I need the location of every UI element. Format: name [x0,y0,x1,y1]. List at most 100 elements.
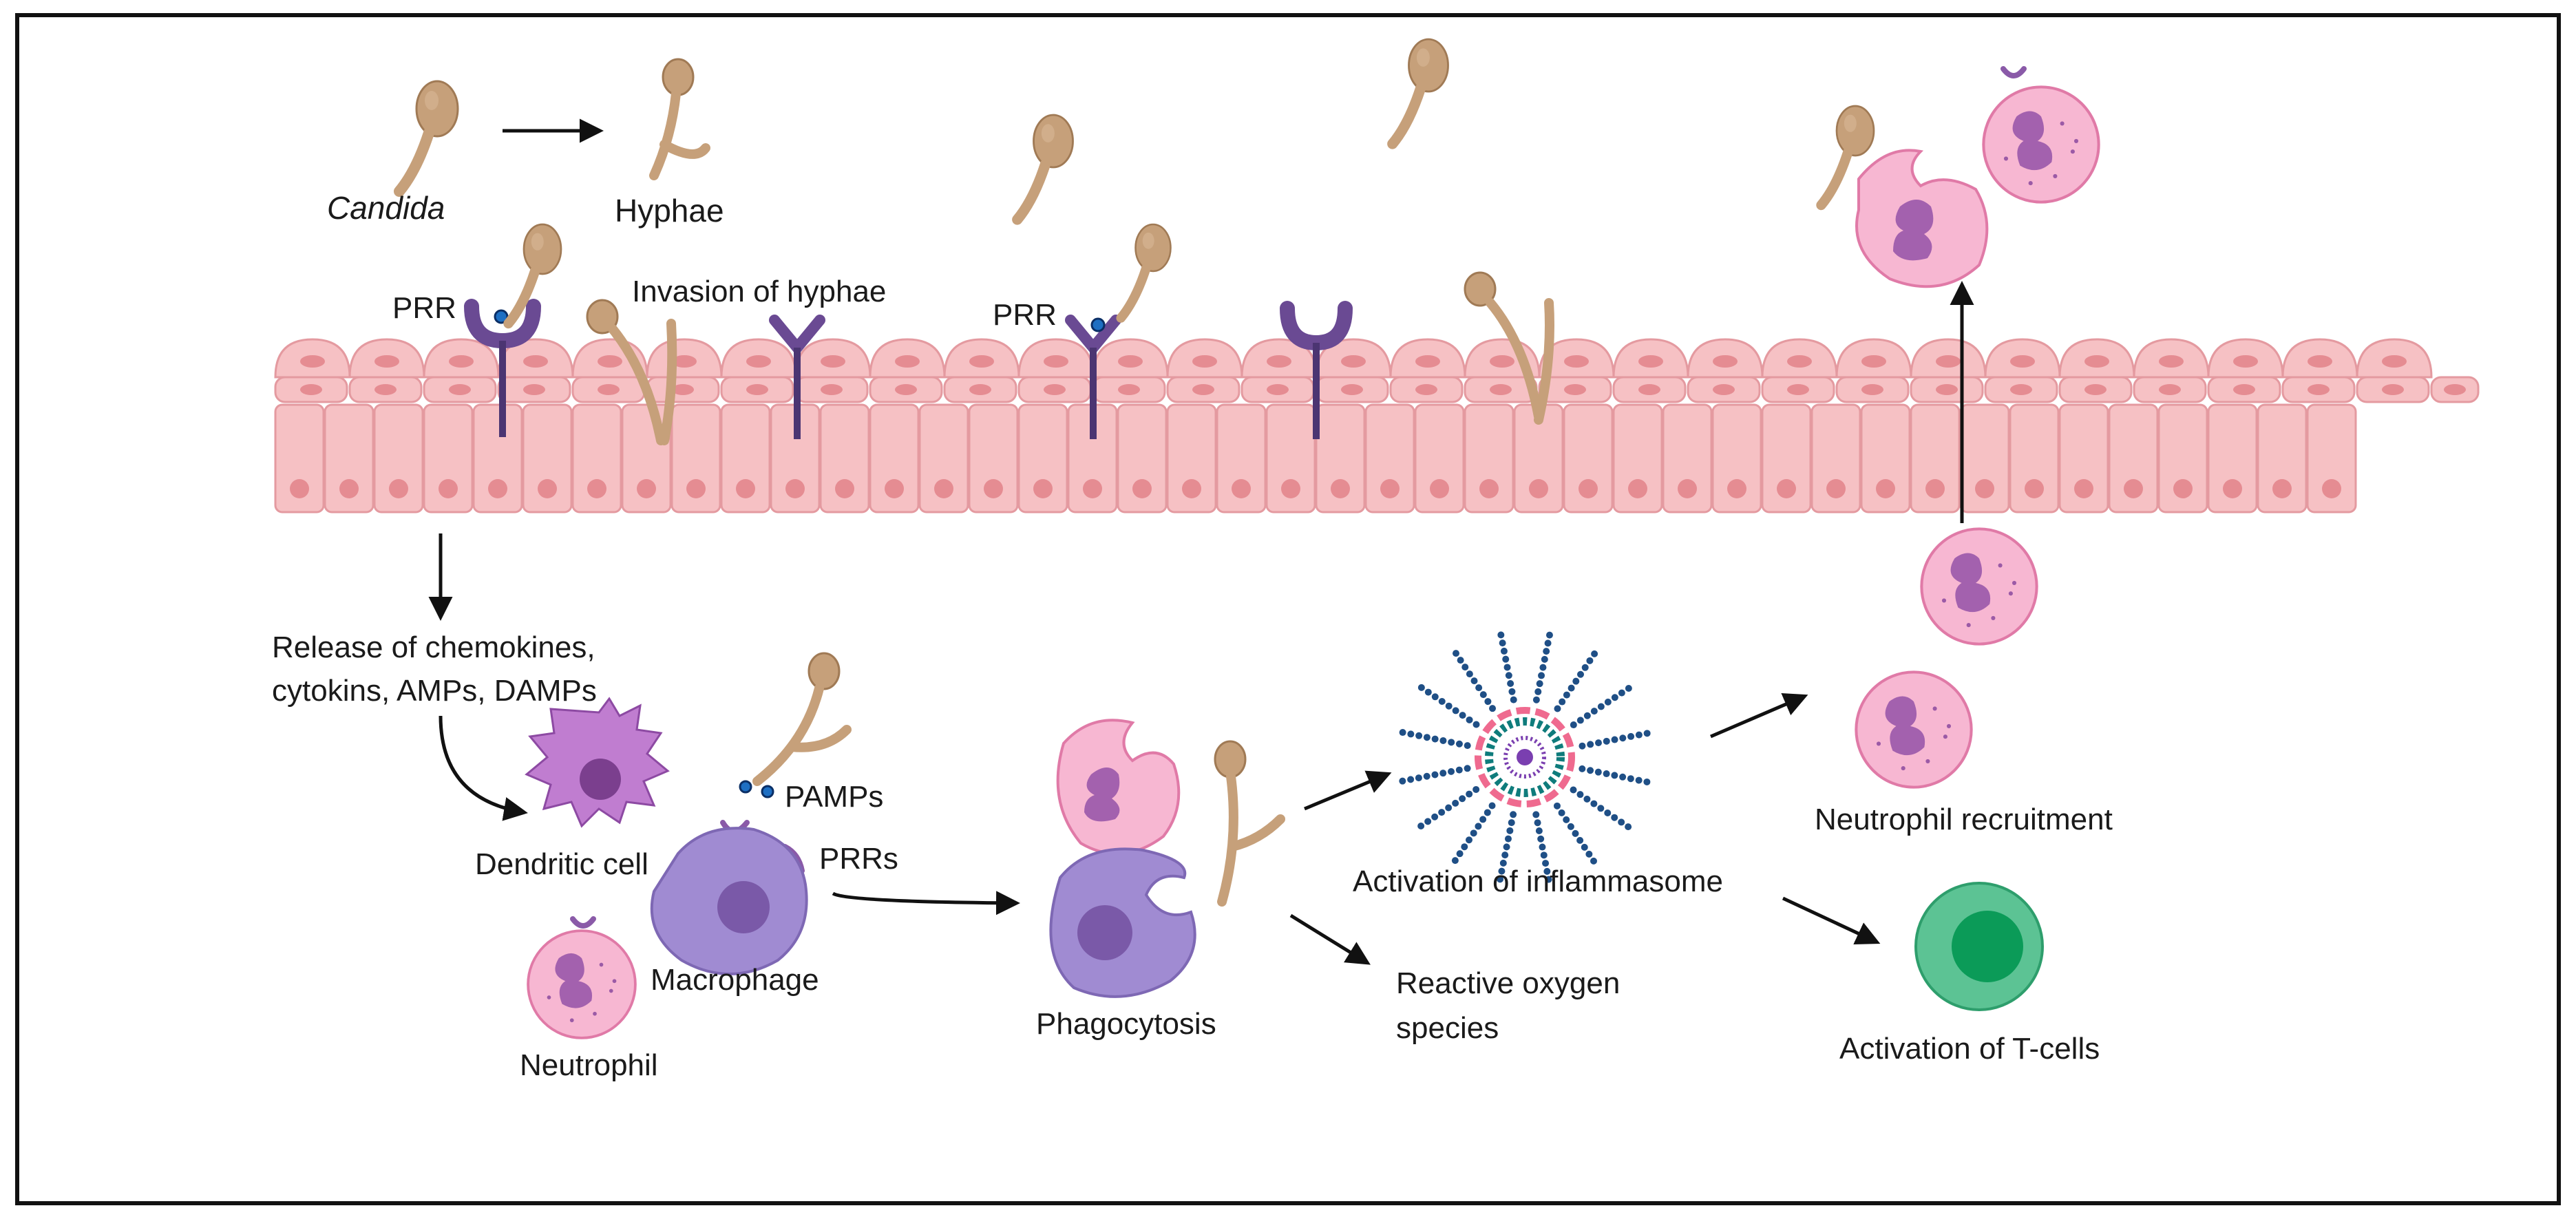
epithelial-cell-flat [943,376,1017,403]
macrophage-icon [650,820,808,975]
epithelial-cell-columnar [968,403,1019,514]
epithelial-cell-columnar [1265,403,1316,514]
epithelial-cell-columnar [770,403,821,514]
epithelial-cell-flat [1538,376,1612,403]
epithelial-cell-dome [1389,338,1466,379]
epithelial-cell-dome [1761,338,1838,379]
epithelial-cell-dome [2281,338,2358,379]
epithelial-cell-flat [423,376,497,403]
epithelial-cell-dome [943,338,1020,379]
arrow-to-inflammasome [1304,770,1392,811]
macrophage-label: Macrophage [651,963,819,997]
neutrophil-icon [527,916,637,1039]
epithelial-cell-dome [646,338,723,379]
epithelial-cell-columnar [2009,403,2060,514]
epithelial-cell-flat [1017,376,1092,403]
epithelial-cell-flat [497,376,571,403]
epithelial-cell-dome [2058,338,2135,379]
epithelial-cell-columnar [472,403,523,514]
phagocytosis-neutrophil-icon [1056,719,1181,856]
epithelial-cell-columnar [1711,403,1762,514]
epithelial-cell-columnar [1563,403,1614,514]
arrow-to-phagocytosis [832,891,1020,915]
prr-left-label: PRR [392,291,456,325]
release-line1: Release of chemokines, [272,631,595,664]
prrs-label: PRRs [819,842,898,876]
inflammasome-icon [1399,631,1651,883]
epithelial-cell-dome [2356,338,2433,379]
recruited-neutrophil-icon-2 [1856,672,1971,787]
arrow-to-ros [1289,913,1371,965]
epithelial-cell-columnar [1910,403,1961,514]
invasion-label: Invasion of hyphae [632,275,886,308]
t-cell-icon [1914,882,2044,1011]
prr-receptor-left-icon [464,299,541,437]
pamps-label: PAMPs [785,780,883,814]
candida-label: Candida [327,190,445,226]
epithelial-cell-dome [423,338,500,379]
epithelial-cell-columnar [1612,403,1663,514]
neutrophil-top-right-icon [1983,66,2098,202]
epithelium [274,338,2480,514]
epithelial-cell-columnar [918,403,969,514]
epithelial-cell-columnar [2108,403,2159,514]
epithelial-cell-columnar [720,403,771,514]
epithelial-cell-columnar [869,403,920,514]
epithelial-cell-flat [646,376,720,403]
epithelial-cell-flat [2058,376,2133,403]
epithelial-cell-columnar [1117,403,1168,514]
epithelial-cell-columnar [1959,403,2010,514]
epithelial-cell-columnar [324,403,374,514]
inflammasome-label: Activation of inflammasome [1353,865,1723,898]
epithelial-cell-flat [2356,376,2430,403]
hyphae-icon [649,58,710,180]
epithelial-cell-flat [1612,376,1687,403]
neutrophil-recruitment-label: Neutrophil recruitment [1815,803,2113,836]
epithelial-cell-flat [274,376,348,403]
epithelial-cell-dome [1315,338,1392,379]
neutrophil-label: Neutrophil [520,1048,658,1082]
epithelial-cell-dome [348,338,425,379]
epithelial-cell-dome [1612,338,1689,379]
epithelial-cell-flat [1315,376,1389,403]
epithelial-cell-flat [571,376,646,403]
epithelial-cell-columnar [2207,403,2258,514]
phagocytosing-neutrophil-icon [1855,149,1989,288]
phagocytosis-hyphae-icon [1214,740,1285,907]
epithelial-cell-columnar [1216,403,1267,514]
epithelial-cell-flat [348,376,423,403]
tcells-label: Activation of T-cells [1839,1032,2100,1066]
prr-receptor-mid-icon [1065,315,1121,439]
epithelial-cell-flat [720,376,794,403]
epithelial-cell-columnar [2157,403,2208,514]
epithelial-cell-columnar [1364,403,1415,514]
epithelial-cell-columnar [1017,403,1068,514]
epithelial-cell-flat [1166,376,1241,403]
epithelial-cell-flat [1984,376,2058,403]
dendritic-label: Dendritic cell [475,847,648,881]
epithelial-cell-columnar [571,403,622,514]
epithelial-cell-dome [1984,338,2061,379]
epithelial-cell-dome [869,338,946,379]
epithelial-cell-columnar [1464,403,1514,514]
epithelial-cell-flat [2281,376,2356,403]
epithelial-cell-columnar [1166,403,1217,514]
epithelial-cell-flat [1687,376,1761,403]
epithelial-cell-columnar [1414,403,1465,514]
epithelial-cell-dome [2133,338,2210,379]
epithelial-cell-columnar [373,403,424,514]
invading-hyphae-icon [586,299,677,445]
release-line2: cytokins, AMPs, DAMPs [272,674,597,708]
epithelial-cell-dome [1166,338,1243,379]
epithelial-cell-flat [2430,376,2480,403]
epithelial-cell-dome [1687,338,1764,379]
epithelial-cell-columnar [2306,403,2357,514]
epithelial-cell-dome [1538,338,1615,379]
epithelial-cell-columnar [671,403,721,514]
epithelial-cell-flat [1092,376,1166,403]
invading-hyphae-icon-2 [1464,271,1554,425]
epithelial-cell-columnar [1761,403,1812,514]
epithelial-cell-columnar [819,403,870,514]
epithelial-cell-dome [1017,338,1095,379]
